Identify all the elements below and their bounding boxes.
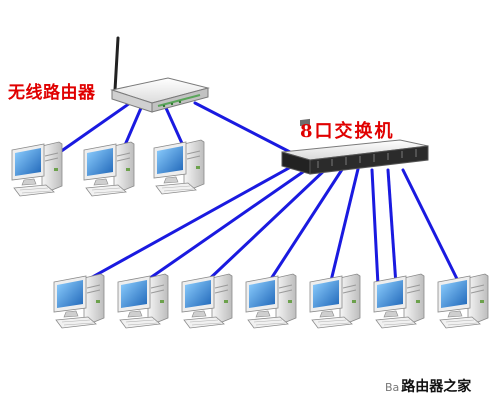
cable-switch-pc9 [370,168,380,287]
wireless-router-icon [110,36,210,113]
cable-switch-pc5 [138,163,315,287]
cable-switch-pc8 [328,167,360,287]
cable-switch-pc6 [201,165,330,287]
desktop-computer-icon [245,273,297,329]
desktop-computer-icon [83,141,135,197]
cable-router-pc1 [58,101,132,154]
cable-switch-pc11 [401,168,462,287]
switch-label: 8口交换机 [300,121,395,142]
desktop-computer-icon [309,273,361,329]
desktop-computer-icon [53,273,105,329]
desktop-computer-icon [11,141,63,197]
cable-switch-pc7 [265,166,345,287]
router-label: 无线路由器 [8,83,96,103]
desktop-computer-icon [437,273,489,329]
desktop-computer-icon [153,139,205,195]
cable-switch-pc10 [386,168,398,287]
watermark-prefix: Ba [385,381,400,394]
watermark-text: 路由器之家 [401,379,472,395]
desktop-computer-icon [373,273,425,329]
network-switch-icon [281,118,429,175]
cable-switch-pc4 [76,161,300,287]
cables [58,101,462,287]
cable-router-switch [193,101,292,154]
desktop-computer-icon [181,273,233,329]
desktop-computer-icon [117,273,169,329]
